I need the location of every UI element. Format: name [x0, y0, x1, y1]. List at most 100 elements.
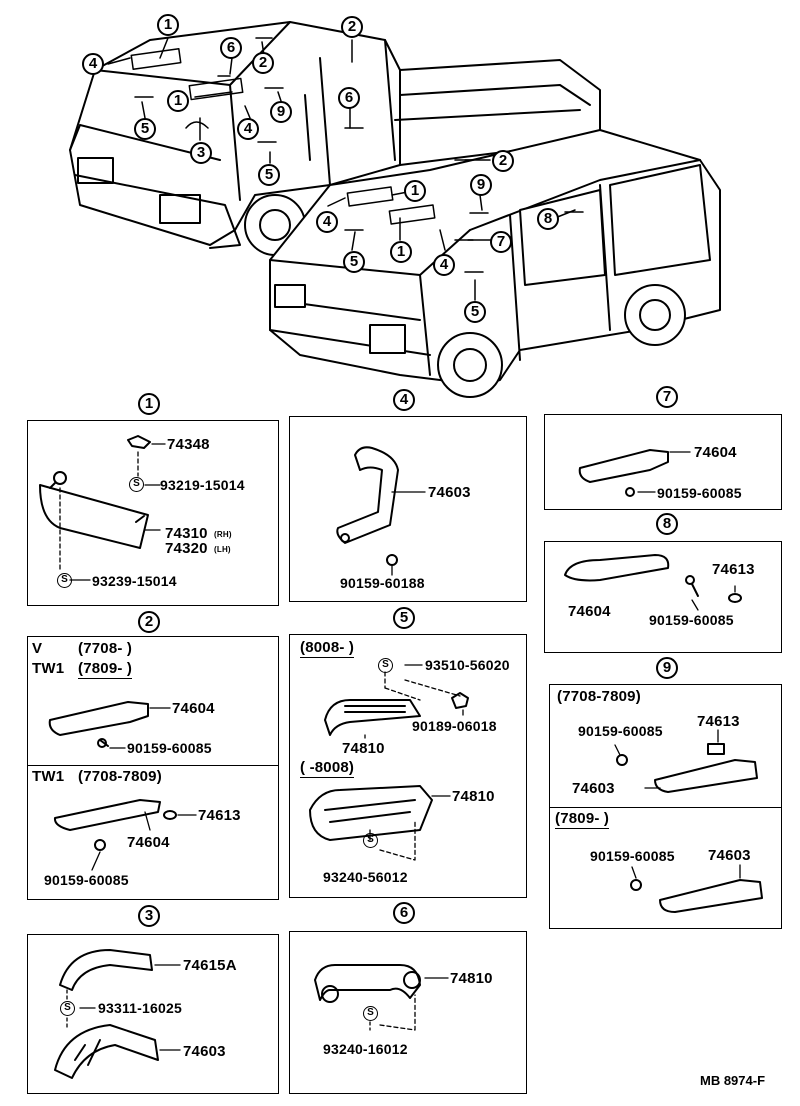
part-74603: 74603 — [183, 1043, 226, 1060]
panel-2-divider — [27, 765, 279, 766]
panel-4-number: 4 — [393, 389, 415, 411]
callout-2-icon: 2 — [492, 150, 514, 172]
callout-2-icon: 2 — [252, 52, 274, 74]
panel-9-divider — [549, 807, 782, 808]
part-90159-60085-p9b: 90159-60085 — [590, 848, 675, 864]
callout-6-icon: 6 — [338, 87, 360, 109]
callout-9-icon: 9 — [270, 101, 292, 123]
panel-7-number: 7 — [656, 386, 678, 408]
panel-5-number: 5 — [393, 607, 415, 629]
part-74613-p9: 74613 — [697, 713, 740, 730]
part-74810-p6: 74810 — [450, 970, 493, 987]
callout-3-icon: 3 — [190, 142, 212, 164]
part-74348: 74348 — [167, 436, 210, 453]
part-74613: 74613 — [198, 807, 241, 824]
panel-2-box — [27, 636, 279, 900]
panel-7-box — [544, 414, 782, 510]
callout-5-icon: 5 — [343, 251, 365, 273]
s-mark-icon: S — [57, 573, 72, 588]
callout-7-icon: 7 — [490, 231, 512, 253]
panel-8-number: 8 — [656, 513, 678, 535]
panel-1-number: 1 — [138, 393, 160, 415]
part-90159-60085-p8: 90159-60085 — [649, 612, 734, 628]
range-v: (7708- ) — [78, 640, 133, 657]
panel1-drawing — [39, 435, 151, 549]
part-90159-60085-p7: 90159-60085 — [657, 485, 742, 501]
panel4-drawing — [336, 446, 399, 566]
callout-4-icon: 4 — [82, 53, 104, 75]
callout-1-icon: 1 — [404, 180, 426, 202]
part-74603-p9b: 74603 — [708, 847, 751, 864]
part-93240-56012: 93240-56012 — [323, 869, 408, 885]
callout-9-icon: 9 — [470, 174, 492, 196]
van-illustration — [269, 129, 721, 398]
panel-1-box — [27, 420, 279, 606]
model-tw1-b: TW1 — [32, 768, 65, 785]
callout-6-icon: 6 — [220, 37, 242, 59]
callout-1-icon: 1 — [390, 241, 412, 263]
panel2-drawing — [48, 701, 177, 851]
range-tw1: (7809- ) — [78, 660, 133, 679]
part-93219-15014: 93219-15014 — [160, 477, 245, 493]
panel-6-box — [289, 931, 527, 1094]
document-id: MB 8974-F — [700, 1073, 766, 1088]
panel-3-number: 3 — [138, 905, 160, 927]
panel-5-box — [289, 634, 527, 898]
part-74615a: 74615A — [183, 957, 237, 974]
model-tw1: TW1 — [32, 660, 65, 677]
s-mark-icon: S — [129, 477, 144, 492]
callout-5-icon: 5 — [258, 164, 280, 186]
panel-8-box — [544, 541, 782, 653]
part-93510-56020: 93510-56020 — [425, 657, 510, 673]
part-93239-15014: 93239-15014 — [92, 573, 177, 589]
model-v: V — [32, 640, 43, 657]
part-74810-b: 74810 — [452, 788, 495, 805]
panel-9-box — [549, 684, 782, 929]
part-74320: 74320 — [165, 540, 208, 557]
panel-6-number: 6 — [393, 902, 415, 924]
panel1-leaders — [59, 443, 166, 581]
range-7708-7809: (7708-7809) — [557, 688, 641, 705]
part-74810: 74810 — [342, 740, 385, 757]
callout-4-icon: 4 — [433, 254, 455, 276]
callout-2-icon: 2 — [341, 16, 363, 38]
panel9-drawing — [616, 743, 763, 913]
part-90189-06018: 90189-06018 — [412, 718, 497, 734]
part-74604-p7: 74604 — [694, 444, 737, 461]
panel-3-box — [27, 934, 279, 1094]
panel6-drawing — [314, 964, 421, 1003]
part-93311-16025: 93311-16025 — [98, 1000, 182, 1016]
s-mark-icon: S — [363, 1006, 378, 1021]
part-90159-60085: 90159-60085 — [127, 740, 212, 756]
part-90159-60085-p9a: 90159-60085 — [578, 723, 663, 739]
panel7-drawing — [578, 449, 669, 497]
s-mark-icon: S — [363, 833, 378, 848]
part-74604-p8: 74604 — [568, 603, 611, 620]
panel-4-box — [289, 416, 527, 602]
range-7809-on: (7809- ) — [555, 810, 610, 829]
callout-4-icon: 4 — [316, 211, 338, 233]
panel-2-number: 2 — [138, 611, 160, 633]
part-74604-b: 74604 — [127, 834, 170, 851]
callout-1-icon: 1 — [157, 14, 179, 36]
part-74310: 74310 — [165, 525, 208, 542]
note-lh: (LH) — [214, 545, 231, 554]
s-mark-icon: S — [378, 658, 393, 673]
part-74603-p4: 74603 — [428, 484, 471, 501]
panel8-drawing — [564, 554, 742, 603]
part-90159-60188: 90159-60188 — [340, 575, 425, 591]
panel3-drawing — [54, 949, 159, 1079]
callout-1-icon: 1 — [167, 90, 189, 112]
part-74604: 74604 — [172, 700, 215, 717]
callout-5-icon: 5 — [134, 118, 156, 140]
callout-5-icon: 5 — [464, 301, 486, 323]
callout-4-icon: 4 — [237, 118, 259, 140]
part-74613-p8: 74613 — [712, 561, 755, 578]
note-rh: (RH) — [214, 530, 232, 539]
part-93240-16012: 93240-16012 — [323, 1041, 408, 1057]
callout-8-icon: 8 — [537, 208, 559, 230]
part-90159-60085-b: 90159-60085 — [44, 872, 129, 888]
range-to-8008: ( -8008) — [300, 759, 355, 778]
panel-9-number: 9 — [656, 657, 678, 679]
